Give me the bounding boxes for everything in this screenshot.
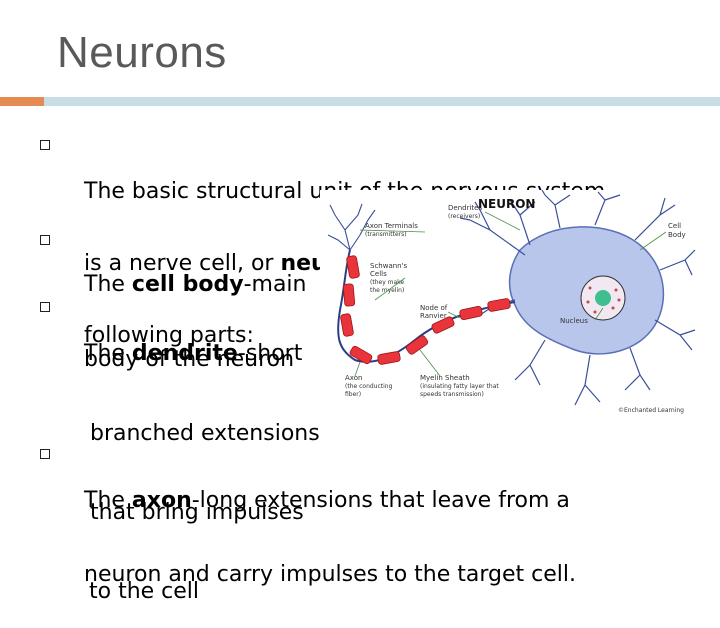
label-schwann-2: Cells <box>370 270 387 278</box>
label-leader-lines <box>354 211 667 377</box>
bullet-3-line-1: The dendrite-short <box>84 342 320 366</box>
label-myelin-sub-2: speeds transmission) <box>420 391 484 398</box>
bullet-3-line-2: branched extensions <box>84 422 320 446</box>
bullet-3-line-1-text: The dendrite-short <box>84 341 303 366</box>
axon-terminal-branches <box>327 203 376 251</box>
bullet-marker-3 <box>40 302 50 312</box>
bullet-marker-1 <box>40 140 50 150</box>
bullet-3-line-2-text: branched extensions <box>90 421 320 446</box>
bold-term: axon <box>131 488 192 513</box>
label-schwann-sub-2: the myelin) <box>370 287 404 294</box>
diagram-title: NEURON <box>478 197 535 211</box>
bullet-3-line-3: that bring impulses <box>84 501 320 525</box>
nucleolus <box>595 290 611 306</box>
bullet-4-line-2-text: neuron and carry impulses to the target … <box>84 562 576 587</box>
bullet-marker-2 <box>40 235 50 245</box>
bullet-marker-4 <box>40 449 50 459</box>
title-accent-bar <box>0 97 44 106</box>
slide-title: Neurons <box>57 28 227 77</box>
neuron-illustration: NEURON Dendrites (receivers) Cell Body A… <box>327 190 696 414</box>
label-myelin: Myelin Sheath <box>420 374 470 382</box>
bullet-text-4: The axon-long extensions that leave from… <box>84 441 576 611</box>
diagram-credit: ©Enchanted Learning <box>618 407 684 414</box>
bold-term: dendrite <box>131 341 238 366</box>
label-schwann: Schwann's <box>370 262 408 270</box>
label-axon-terminals-sub: (transmitters) <box>365 231 407 238</box>
label-dendrites: Dendrites <box>448 204 482 212</box>
label-axon-terminals: Axon Terminals <box>365 222 418 230</box>
bullet-1-line-3-text: following parts: <box>84 323 254 348</box>
bullet-1-line-3: following parts: <box>84 324 605 348</box>
label-body: Body <box>668 231 686 239</box>
label-nucleus: Nucleus <box>560 317 588 325</box>
neuron-diagram: NEURON Dendrites (receivers) Cell Body A… <box>320 190 700 420</box>
bullet-4-line-1: The axon-long extensions that leave from… <box>84 489 576 513</box>
title-rule-bar <box>44 97 720 106</box>
bullet-text-2: The cell body-main body of the neuron <box>84 225 306 396</box>
bullet-2-line-1: The cell body-main <box>84 273 306 297</box>
organelles <box>586 286 621 314</box>
myelin-segments <box>340 255 511 365</box>
label-axon-sub-2: fiber) <box>345 391 361 398</box>
label-myelin-sub: (insulating fatty layer that <box>420 383 499 390</box>
bullet-3-line-3-text: that bring impulses <box>90 500 304 525</box>
label-cell: Cell <box>668 222 681 230</box>
label-schwann-sub: (they make <box>370 279 404 286</box>
label-node-2: Ranvier <box>420 312 447 320</box>
bullet-2-line-2-text: body of the neuron <box>84 347 295 372</box>
bold-term: cell body <box>131 272 244 297</box>
bullet-4-line-1-text: The axon-long extensions that leave from… <box>84 488 570 513</box>
bullet-2-line-2: body of the neuron <box>84 348 306 372</box>
dendrites-branches <box>459 190 696 406</box>
label-node: Node of <box>420 304 448 312</box>
label-axon-sub: (the conducting <box>345 383 393 390</box>
label-dendrites-sub: (receivers) <box>448 213 480 220</box>
bullet-2-line-1-text: The cell body-main <box>84 272 307 297</box>
label-axon: Axon <box>345 374 362 382</box>
bullet-4-line-2: neuron and carry impulses to the target … <box>84 563 576 587</box>
